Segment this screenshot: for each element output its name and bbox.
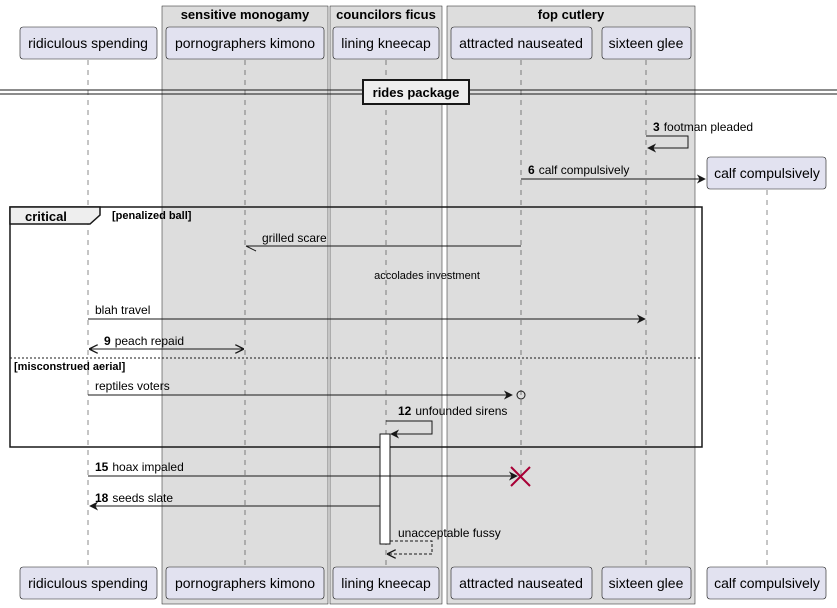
activation-bar bbox=[379, 433, 391, 545]
destroy-icon bbox=[510, 466, 531, 487]
message-blah-travel: blah travel bbox=[88, 303, 646, 324]
box-title: fop cutlery bbox=[538, 7, 605, 22]
message-text: reptiles voters bbox=[95, 379, 170, 393]
participant-sixteen-glee-bottom[interactable]: sixteen glee bbox=[601, 566, 692, 600]
fragment-label: critical bbox=[25, 209, 67, 224]
message-6: 6 calf compulsively bbox=[521, 163, 706, 184]
message-text: footman pleaded bbox=[664, 120, 753, 134]
participant-calf-compulsively-created[interactable]: calf compulsively bbox=[706, 156, 827, 190]
participant-label: calf compulsively bbox=[714, 165, 820, 181]
message-unacceptable-fussy: unacceptable fussy bbox=[388, 526, 501, 554]
participant-pornographers-kimono-top[interactable]: pornographers kimono bbox=[165, 26, 325, 60]
participant-label: attracted nauseated bbox=[459, 575, 583, 591]
participant-ridiculous-spending-bottom[interactable]: ridiculous spending bbox=[19, 566, 158, 600]
message-text: hoax impaled bbox=[112, 460, 183, 474]
divider: rides package bbox=[0, 79, 837, 105]
participant-label: pornographers kimono bbox=[175, 35, 315, 51]
message-text: peach repaid bbox=[115, 334, 184, 348]
delay-text: accolades investment bbox=[374, 270, 480, 282]
message-number: 3 bbox=[653, 120, 660, 134]
message-text: unacceptable fussy bbox=[398, 526, 501, 540]
participant-pornographers-kimono-bottom[interactable]: pornographers kimono bbox=[165, 566, 325, 600]
divider-label: rides package bbox=[373, 85, 460, 100]
fragment-guard: [misconstrued aerial] bbox=[14, 361, 126, 373]
message-3: 3 footman pleaded bbox=[646, 120, 753, 153]
message-text: grilled scare bbox=[262, 231, 327, 245]
participant-sixteen-glee-top[interactable]: sixteen glee bbox=[601, 26, 692, 60]
message-text: blah travel bbox=[95, 303, 150, 317]
fragment-critical: critical [penalized ball] [misconstrued … bbox=[9, 206, 703, 448]
box-fop-cutlery: fop cutlery bbox=[446, 5, 696, 605]
participant-label: ridiculous spending bbox=[28, 35, 148, 51]
participant-ridiculous-spending-top[interactable]: ridiculous spending bbox=[19, 26, 158, 60]
message-number: 6 bbox=[528, 163, 535, 177]
participant-attracted-nauseated-bottom[interactable]: attracted nauseated bbox=[450, 566, 593, 600]
participant-lining-kneecap-bottom[interactable]: lining kneecap bbox=[332, 566, 440, 600]
message-9: 9 peach repaid bbox=[90, 334, 243, 349]
delay-accolades: accolades investment bbox=[374, 270, 480, 282]
participant-label: sixteen glee bbox=[609, 35, 684, 51]
message-number: 9 bbox=[104, 334, 111, 348]
participant-label: attracted nauseated bbox=[459, 35, 583, 51]
message-text: unfounded sirens bbox=[415, 404, 507, 418]
box-title: sensitive monogamy bbox=[181, 7, 310, 22]
participant-label: lining kneecap bbox=[341, 35, 431, 51]
participant-label: lining kneecap bbox=[341, 575, 431, 591]
participant-calf-compulsively-bottom[interactable]: calf compulsively bbox=[706, 566, 827, 600]
message-reptiles-voters: reptiles voters bbox=[88, 379, 526, 400]
participant-label: ridiculous spending bbox=[28, 575, 148, 591]
message-text: seeds slate bbox=[112, 491, 173, 505]
box-title: councilors ficus bbox=[336, 7, 436, 22]
message-grilled-scare: grilled scare bbox=[245, 231, 521, 252]
participant-label: pornographers kimono bbox=[175, 575, 315, 591]
participant-attracted-nauseated-top[interactable]: attracted nauseated bbox=[450, 26, 593, 60]
message-number: 18 bbox=[95, 491, 109, 505]
message-number: 15 bbox=[95, 460, 109, 474]
fragment-guard: [penalized ball] bbox=[112, 210, 192, 222]
participant-lining-kneecap-top[interactable]: lining kneecap bbox=[332, 26, 440, 60]
message-number: 12 bbox=[398, 404, 412, 418]
participant-label: calf compulsively bbox=[714, 575, 820, 591]
participant-label: sixteen glee bbox=[609, 575, 684, 591]
message-text: calf compulsively bbox=[539, 163, 630, 177]
